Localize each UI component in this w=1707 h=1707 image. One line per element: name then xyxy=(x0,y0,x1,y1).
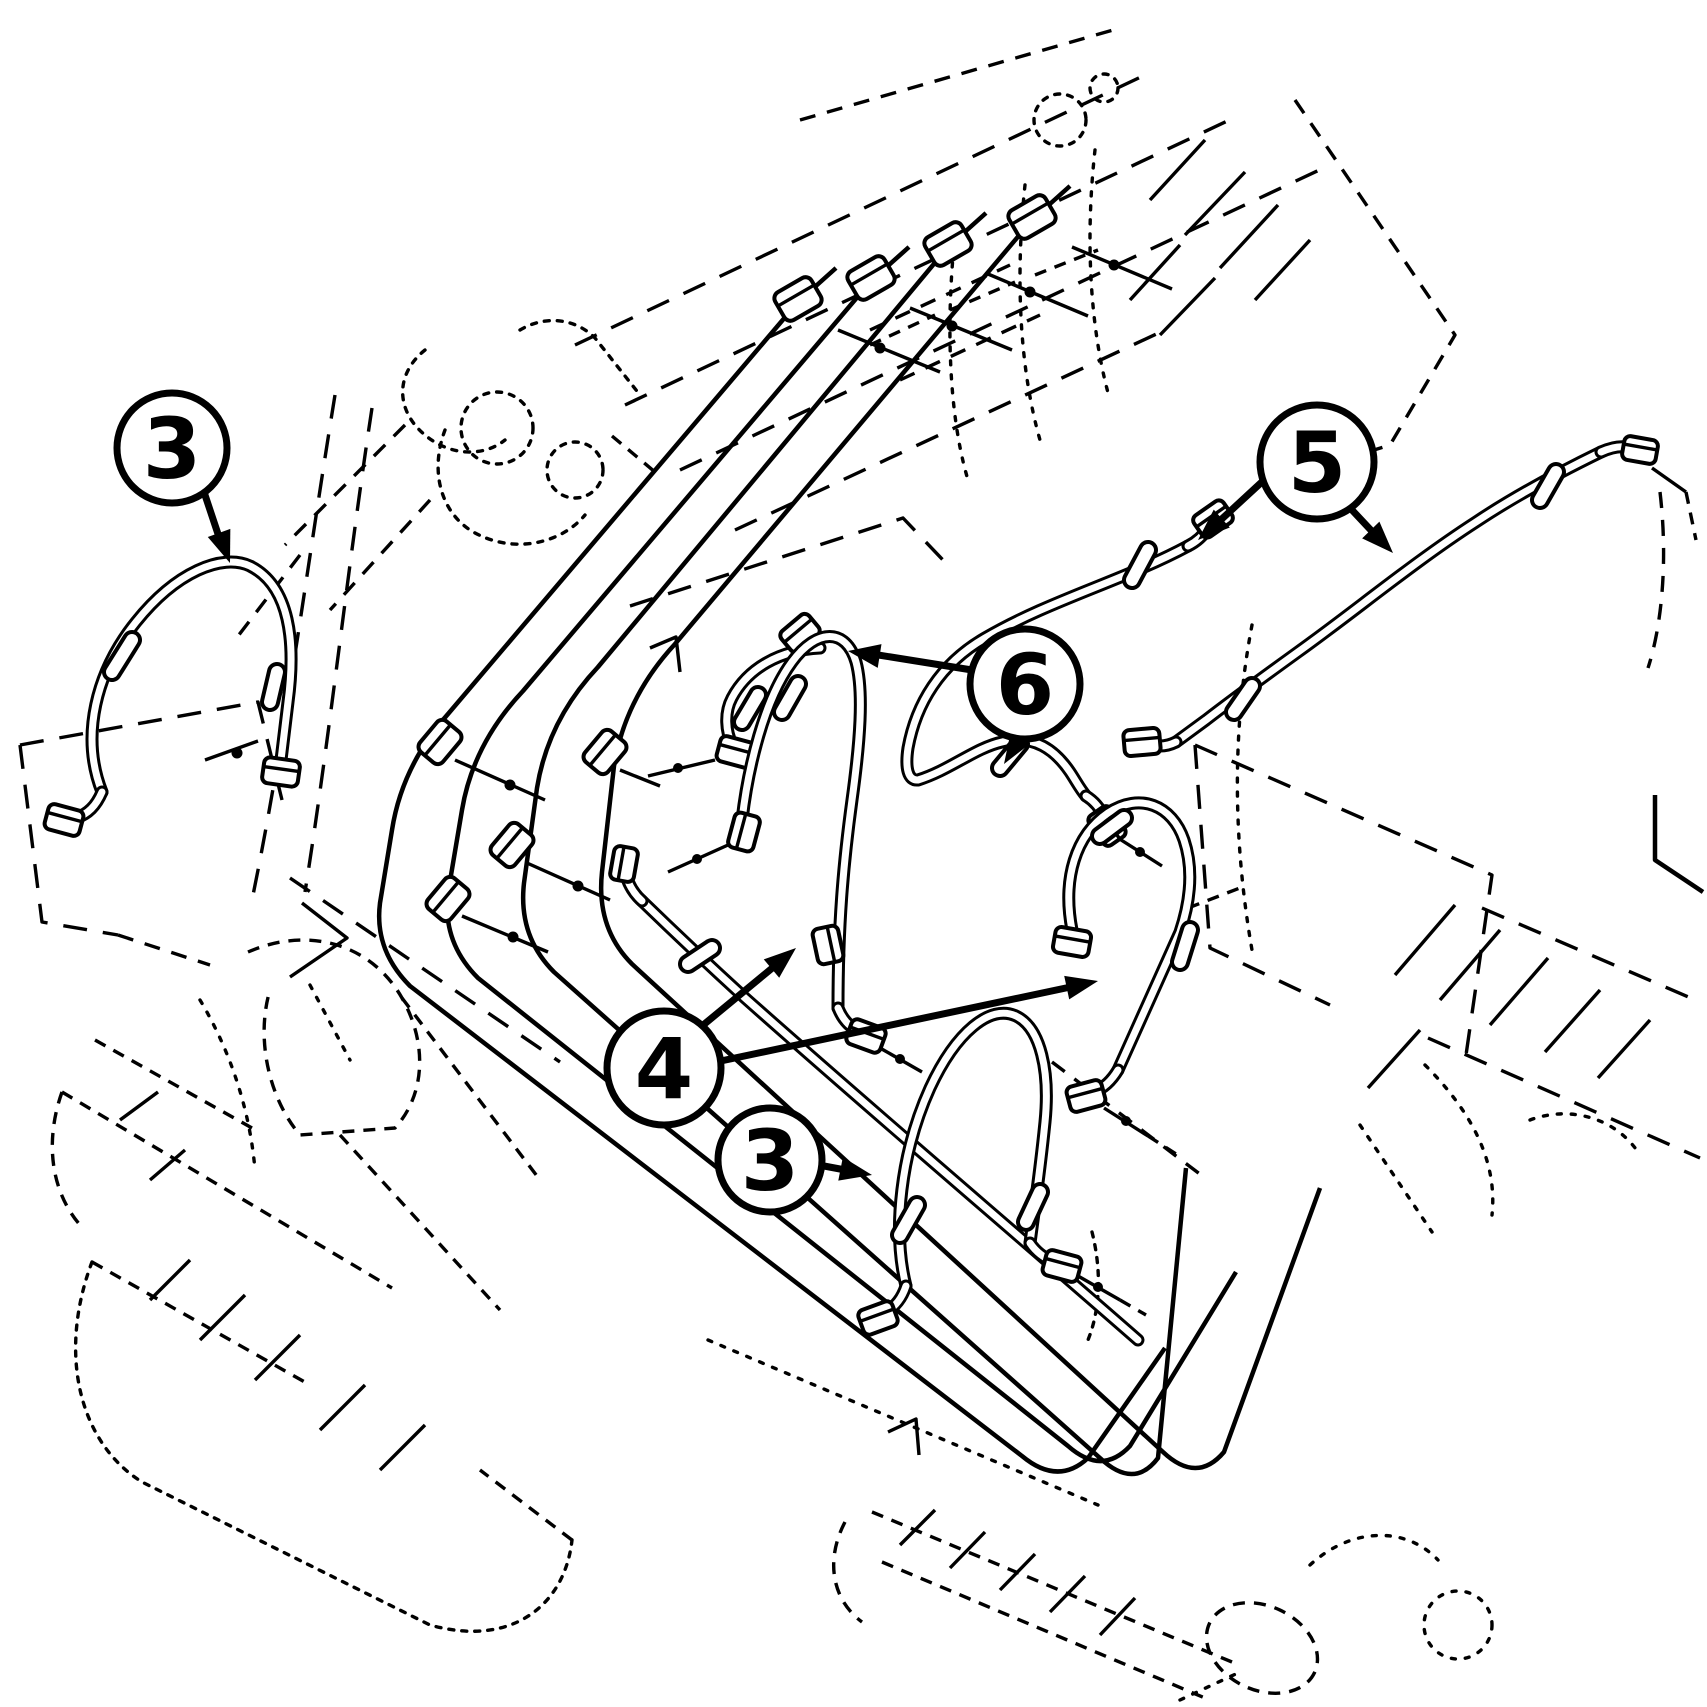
lower-center-machine-dashed xyxy=(706,1338,1494,1702)
hose-right-arch xyxy=(1050,796,1200,1156)
lower-left-machine-dashed xyxy=(50,938,574,1633)
callout-4-center-left[interactable]: 4 xyxy=(603,939,1100,1129)
hose-lower-arch xyxy=(856,1006,1147,1337)
callout-label: 6 xyxy=(996,636,1054,734)
hose-center-elbow-jumper xyxy=(647,611,827,778)
left-panel-dashed xyxy=(18,700,284,967)
callout-label: 5 xyxy=(1288,414,1346,512)
callout-label: 3 xyxy=(741,1112,799,1210)
right-arm-dashed xyxy=(1187,491,1705,1234)
callout-3-lower-center[interactable]: 3 xyxy=(714,1104,874,1216)
hose-center-tall-arch xyxy=(667,630,923,1074)
tube-tee-fittings xyxy=(416,717,661,954)
boom-left-edge-dashed xyxy=(250,394,374,901)
callout-6-center[interactable]: 6 xyxy=(846,625,1084,770)
callout-label: 3 xyxy=(143,400,201,498)
hose-upper-right xyxy=(1121,434,1698,759)
tube-top-fittings xyxy=(772,193,1173,374)
callout-label: 4 xyxy=(635,1020,693,1118)
tube-3 xyxy=(520,211,1189,1477)
callout-3-upper-left[interactable]: 3 xyxy=(113,389,241,567)
upper-left-mount-dashed xyxy=(233,318,657,642)
hose-upper-left xyxy=(42,555,302,838)
callout-5-upper-right[interactable]: 5 xyxy=(1190,401,1402,561)
tube-1 xyxy=(376,266,1167,1474)
tube-4 xyxy=(598,184,1323,1471)
